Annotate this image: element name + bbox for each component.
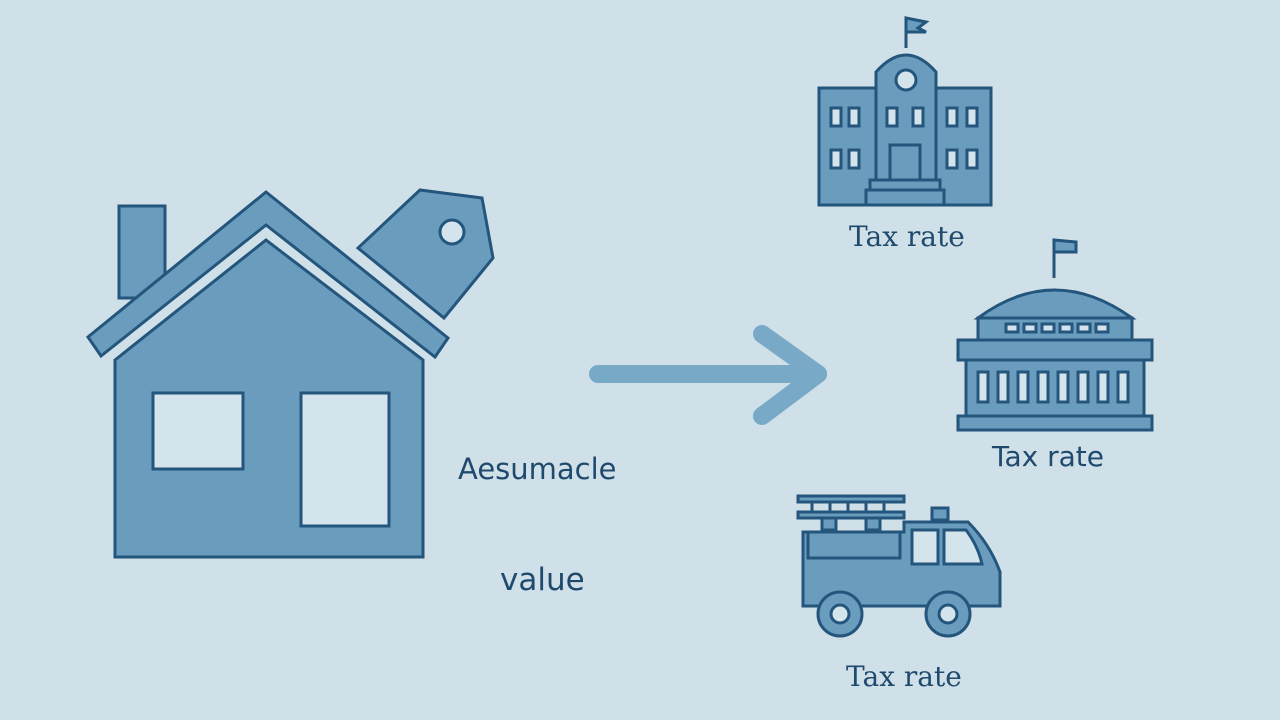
fire-department-tax-rate-label: Tax rate: [846, 660, 962, 693]
assessed-label: Aesumacle: [458, 452, 617, 486]
government-tax-rate-label: Tax rate: [992, 440, 1104, 473]
school-building-icon: [817, 16, 993, 207]
school-tax-rate-label: Tax rate: [849, 220, 965, 253]
government-building-icon: [956, 238, 1154, 432]
fire-truck-icon: [796, 494, 1002, 638]
price-tag-icon: [355, 188, 495, 321]
house-icon: [85, 188, 495, 559]
arrow-right-icon: [589, 325, 827, 425]
value-label: value: [500, 562, 585, 598]
